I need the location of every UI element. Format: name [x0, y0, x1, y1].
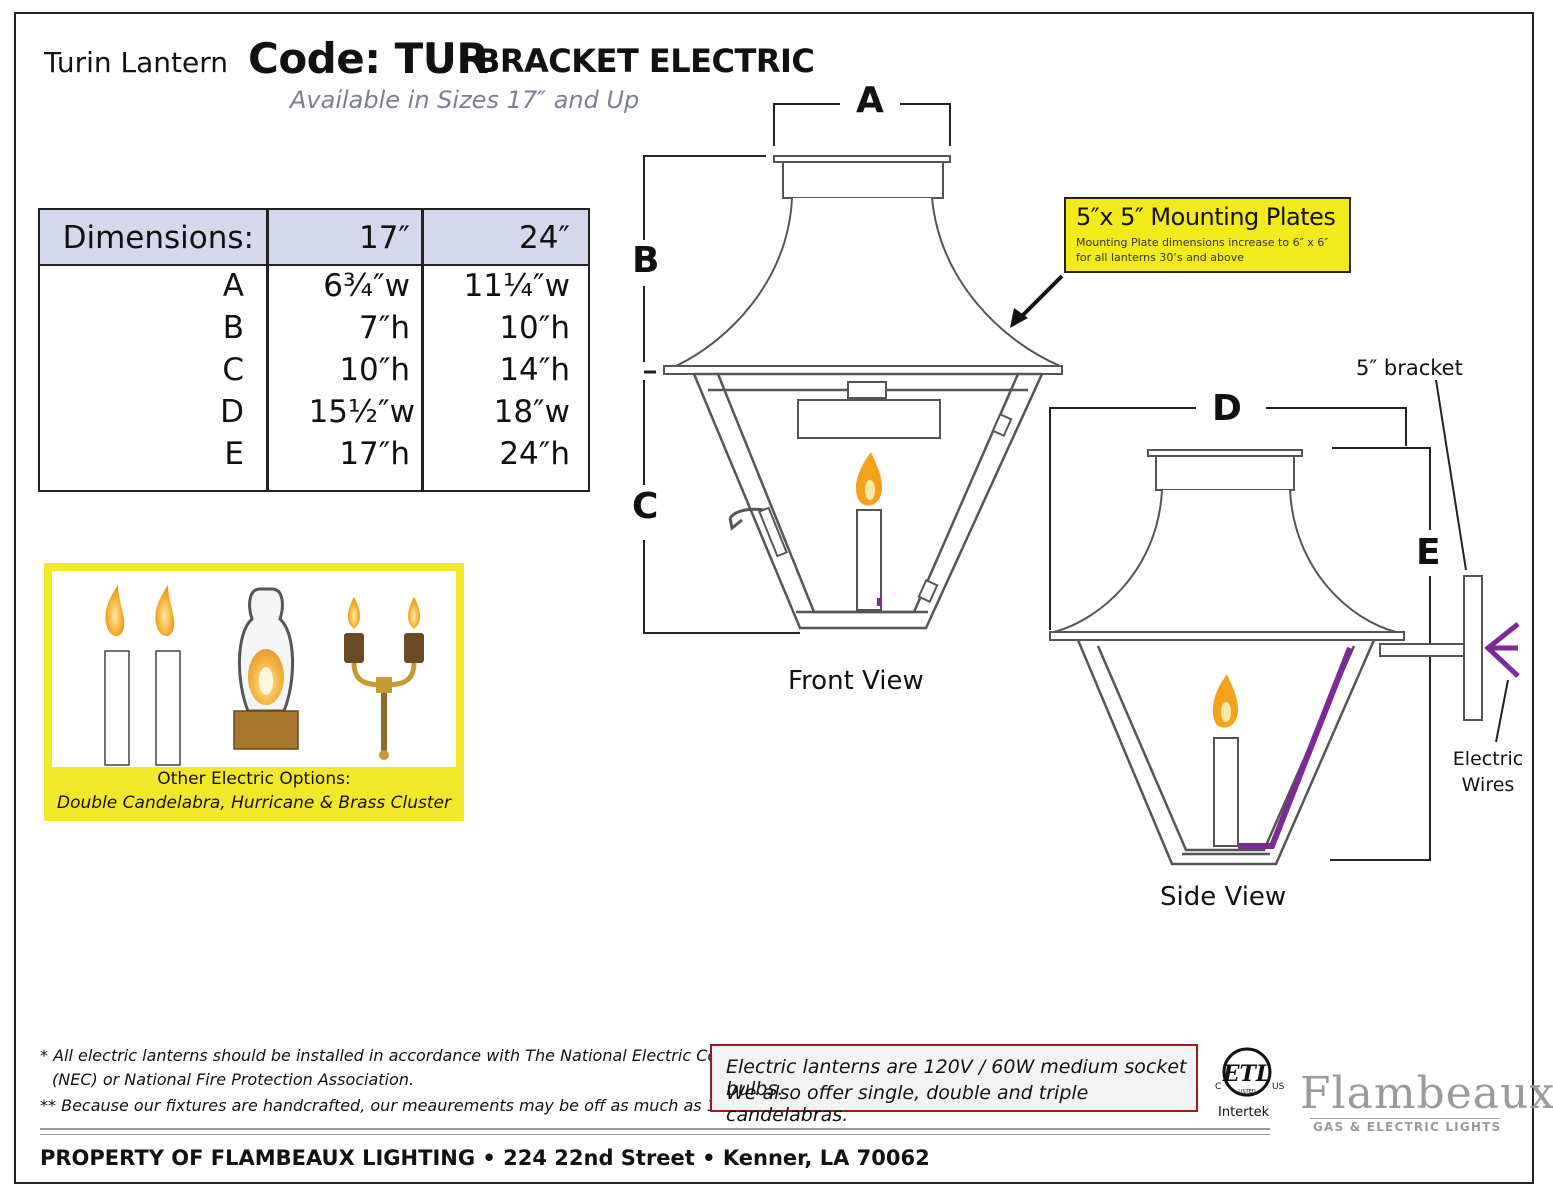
etl-listed: LISTED	[1238, 1089, 1256, 1095]
side-view-label: Side View	[1160, 882, 1287, 912]
table-cell: 10″h	[499, 310, 570, 346]
product-code: Code: TUR	[248, 34, 489, 83]
options-illustration	[52, 571, 456, 767]
voltage-note: Electric lanterns are 120V / 60W medium …	[726, 1056, 1187, 1100]
double-candelabra-icon	[104, 585, 181, 766]
dimension-label-e: E	[1416, 532, 1441, 573]
callout-note: Mounting Plate dimensions increase to 6″…	[1076, 235, 1328, 265]
electric-options-illustration	[104, 585, 424, 766]
dimension-label-d: D	[1212, 388, 1242, 429]
table-cell: 17″h	[339, 436, 410, 472]
callout-title: 5″x 5″ Mounting Plates	[1076, 203, 1336, 231]
dimension-a-line	[773, 103, 951, 146]
product-type: BRACKET ELECTRIC	[476, 42, 815, 80]
options-list: Double Candelabra, Hurricane & Brass Clu…	[57, 793, 451, 813]
dimension-e-line	[1330, 447, 1431, 861]
property-line: PROPERTY OF FLAMBEAUX LIGHTING • 224 22n…	[40, 1146, 930, 1170]
table-header	[40, 210, 588, 266]
flame-icon	[855, 452, 882, 506]
wires-label-line: Wires	[1461, 774, 1515, 796]
table-cell: 10″h	[339, 352, 410, 388]
dimension-label-c: C	[632, 486, 659, 527]
candelabra-note: We also offer single, double and triple …	[726, 1082, 1089, 1126]
electric-wire	[1238, 646, 1353, 849]
footer-divider	[40, 1128, 1270, 1130]
sizes-note: Available in Sizes 17″ and Up	[290, 86, 640, 114]
etl-c: C	[1215, 1082, 1221, 1092]
lantern-frame	[692, 372, 1044, 630]
wires-label: Electric Wires	[1450, 746, 1526, 798]
door-latch	[758, 506, 788, 558]
side-candle-bulb	[1213, 737, 1239, 847]
table-cell: 15½″w	[308, 394, 415, 430]
top-latch	[847, 381, 887, 399]
socket-housing	[797, 399, 941, 439]
door-hinge	[728, 507, 765, 531]
callout-note-line: for all lanterns 30’s and above	[1076, 251, 1244, 264]
callout-arrow	[1016, 274, 1064, 322]
candle-bulb	[856, 509, 882, 611]
frame-clip	[917, 579, 939, 603]
footnote-nec-cont: (NEC) or National Fire Protection Associ…	[52, 1070, 415, 1089]
page-frame	[14, 12, 1534, 1184]
callout-note-line: Mounting Plate dimensions increase to 6″…	[1076, 236, 1329, 249]
etl-us: US	[1272, 1082, 1284, 1092]
row-label: C	[222, 352, 244, 388]
tagline-rule	[1310, 1118, 1500, 1119]
footnote-handcrafted: ** Because our fixtures are handcrafted,…	[40, 1096, 728, 1115]
dimension-label-a: A	[856, 80, 884, 121]
roof	[675, 197, 1061, 367]
dimension-d-line	[1049, 407, 1407, 630]
hurricane-icon	[233, 587, 299, 750]
row-label: A	[222, 268, 244, 304]
table-cell: 7″h	[359, 310, 410, 346]
column-divider	[266, 210, 269, 490]
bracket-arm	[1379, 643, 1467, 657]
flambeaux-logo: Flambeaux	[1300, 1068, 1553, 1119]
table-cell: 18″w	[493, 394, 570, 430]
table-cell: 24″h	[499, 436, 570, 472]
mounting-plate-callout: 5″x 5″ Mounting Plates Mounting Plate di…	[1064, 197, 1351, 273]
voltage-note-box: Electric lanterns are 120V / 60W medium …	[710, 1044, 1198, 1126]
options-title: Other Electric Options:	[157, 769, 351, 789]
mounting-collar	[782, 161, 944, 199]
side-mounting-collar	[1155, 455, 1295, 491]
column-header-24: 24″	[518, 220, 570, 256]
wires-label-line: Electric	[1452, 748, 1524, 770]
table-cell: 11¼″w	[463, 268, 570, 304]
front-view-drawing	[643, 103, 1064, 634]
table-cell: 14″h	[499, 352, 570, 388]
side-roof	[1053, 489, 1397, 633]
intertek-label: Intertek	[1218, 1105, 1270, 1120]
dimension-b-c-line	[643, 155, 800, 634]
dimension-label-b: B	[632, 240, 660, 281]
bracket-leader	[1435, 380, 1467, 571]
brass-cluster-icon	[344, 597, 424, 760]
row-label: E	[224, 436, 244, 472]
etl-listed-logo: ETL C US LISTED	[1215, 1047, 1284, 1097]
side-roof-rim	[1049, 631, 1405, 641]
dimensions-table: Dimensions: 17″ 24″ A 6¾″w 11¼″w B 7″h 1…	[38, 208, 590, 492]
etl-mark: ETL	[1222, 1061, 1272, 1087]
frame-clip	[991, 413, 1013, 437]
footnote-nec: * All electric lanterns should be instal…	[40, 1046, 738, 1065]
wires-leader	[1495, 679, 1509, 743]
column-header-dimensions: Dimensions:	[62, 220, 254, 256]
side-view-drawing	[1049, 380, 1520, 866]
table-cell: 6¾″w	[323, 268, 410, 304]
bracket-label: 5″ bracket	[1356, 356, 1463, 380]
brand-tagline: GAS & ELECTRIC LIGHTS	[1313, 1120, 1502, 1134]
product-name: Turin Lantern	[44, 46, 229, 79]
row-label: B	[222, 310, 244, 346]
side-flame-icon	[1212, 674, 1238, 728]
row-label: D	[220, 394, 244, 430]
footer-divider	[40, 1134, 1270, 1135]
front-view-label: Front View	[788, 666, 924, 696]
mounting-plate	[1463, 575, 1483, 721]
column-divider	[421, 210, 424, 490]
wire-entry-icon	[1484, 622, 1520, 678]
options-box: Other Electric Options: Double Candelabr…	[44, 563, 464, 821]
column-header-17: 17″	[358, 220, 410, 256]
